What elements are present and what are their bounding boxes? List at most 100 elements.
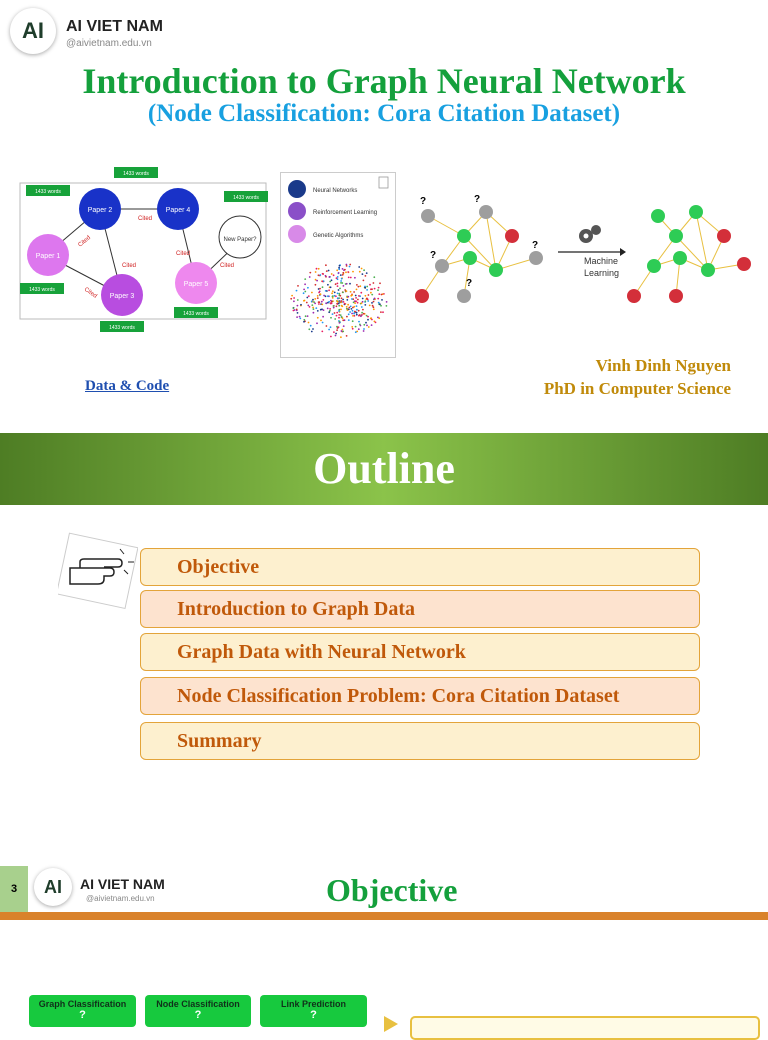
scatter-point [322,315,324,318]
tab-node-classification[interactable]: Node Classification ? [145,995,251,1027]
scatter-point [338,314,341,316]
scatter-point [347,319,350,321]
scatter-point [373,276,376,279]
scatter-point [357,309,360,312]
scatter-point [336,302,338,305]
scatter-point [332,305,335,307]
scatter-point [325,270,328,272]
scatter-point [293,309,296,311]
scatter-point [300,303,302,306]
header-divider [0,912,768,920]
scatter-point [364,300,367,303]
scatter-point [296,299,299,301]
scatter-point [336,282,339,285]
scatter-point [302,292,305,295]
scatter-point [318,291,320,294]
scatter-point [319,293,322,296]
scatter-point [329,280,332,283]
tab-graph-classification[interactable]: Graph Classification ? [29,995,136,1027]
scatter-point [290,297,293,300]
scatter-point [372,308,375,311]
scatter-point [369,317,372,320]
scatter-point [354,294,357,297]
scatter-point [353,291,355,293]
scatter-point [353,305,356,308]
scatter-point [335,295,337,298]
scatter-point [341,268,344,270]
scatter-point [342,301,345,303]
outline-item-node-classification[interactable]: Node Classification Problem: Cora Citati… [140,677,700,715]
word-box-label: 1433 words [109,325,135,331]
scatter-point [328,300,330,303]
scatter-point [366,297,368,300]
brand-url: @aivietnam.edu.vn [86,894,155,903]
content-box [410,1016,760,1040]
scatter-point [342,291,344,294]
scatter-point [361,273,364,275]
embedding-scatter: Neural Networks Reinforcement Learning G… [288,176,389,339]
scatter-point [371,293,374,296]
scatter-point [316,316,319,319]
outline-item-objective[interactable]: Objective [140,548,700,586]
scatter-point [331,295,334,298]
scatter-point [319,287,321,290]
brand-name: AI VIET NAM [66,18,163,35]
word-box-label: 1433 words [35,189,61,195]
outline-item-graph-nn[interactable]: Graph Data with Neural Network [140,633,700,671]
scatter-point [342,319,345,322]
data-code-link[interactable]: Data & Code [85,378,170,394]
scatter-point [345,282,348,285]
tab-link-prediction[interactable]: Link Prediction ? [260,995,367,1027]
scatter-point [370,324,373,326]
scatter-point [307,295,310,297]
scatter-point [364,286,367,289]
scatter-point [340,308,342,311]
scatter-point [340,282,342,284]
scatter-point [365,272,368,274]
outline-item-graph-data[interactable]: Introduction to Graph Data [140,590,700,628]
scatter-point [362,308,364,311]
scatter-point [314,278,317,281]
scatter-point [326,290,328,292]
scatter-point [364,294,367,297]
scatter-point [338,304,341,307]
objective-title: Objective [326,872,458,908]
scatter-point [316,310,319,312]
scatter-point [355,305,358,307]
scatter-point [371,304,374,307]
scatter-point [363,328,365,330]
scatter-point [312,311,315,314]
scatter-point [329,309,331,312]
scatter-point [330,302,333,305]
scatter-point [304,278,307,280]
scatter-point [321,280,324,283]
scatter-point [351,309,354,312]
paper-3-node [101,274,143,316]
scatter-point [348,265,351,268]
scatter-point [347,313,350,316]
scatter-point [352,270,354,273]
legend-neural-networks: Neural Networks [313,188,357,194]
scatter-point [293,300,295,303]
scatter-point [351,298,353,300]
outline-title: Outline [313,444,455,493]
scatter-point [336,285,339,287]
scatter-point [317,301,320,303]
scatter-point [357,328,360,331]
scatter-point [362,279,365,282]
scatter-point [311,291,313,294]
scatter-point [324,295,327,298]
scatter-point [303,318,306,321]
outline-item-summary[interactable]: Summary [140,722,700,760]
pointing-hand-icon [58,532,138,610]
paper-2-label: Paper 2 [88,207,113,214]
svg-text:?: ? [430,250,436,261]
scatter-point [371,302,373,304]
author-name: Vinh Dinh Nguyen [595,356,731,375]
scatter-point [308,328,311,331]
scatter-point [360,306,363,308]
scatter-point [335,305,338,308]
page-number: 3 [0,866,28,912]
scatter-point [338,292,341,295]
scatter-point [325,325,328,327]
